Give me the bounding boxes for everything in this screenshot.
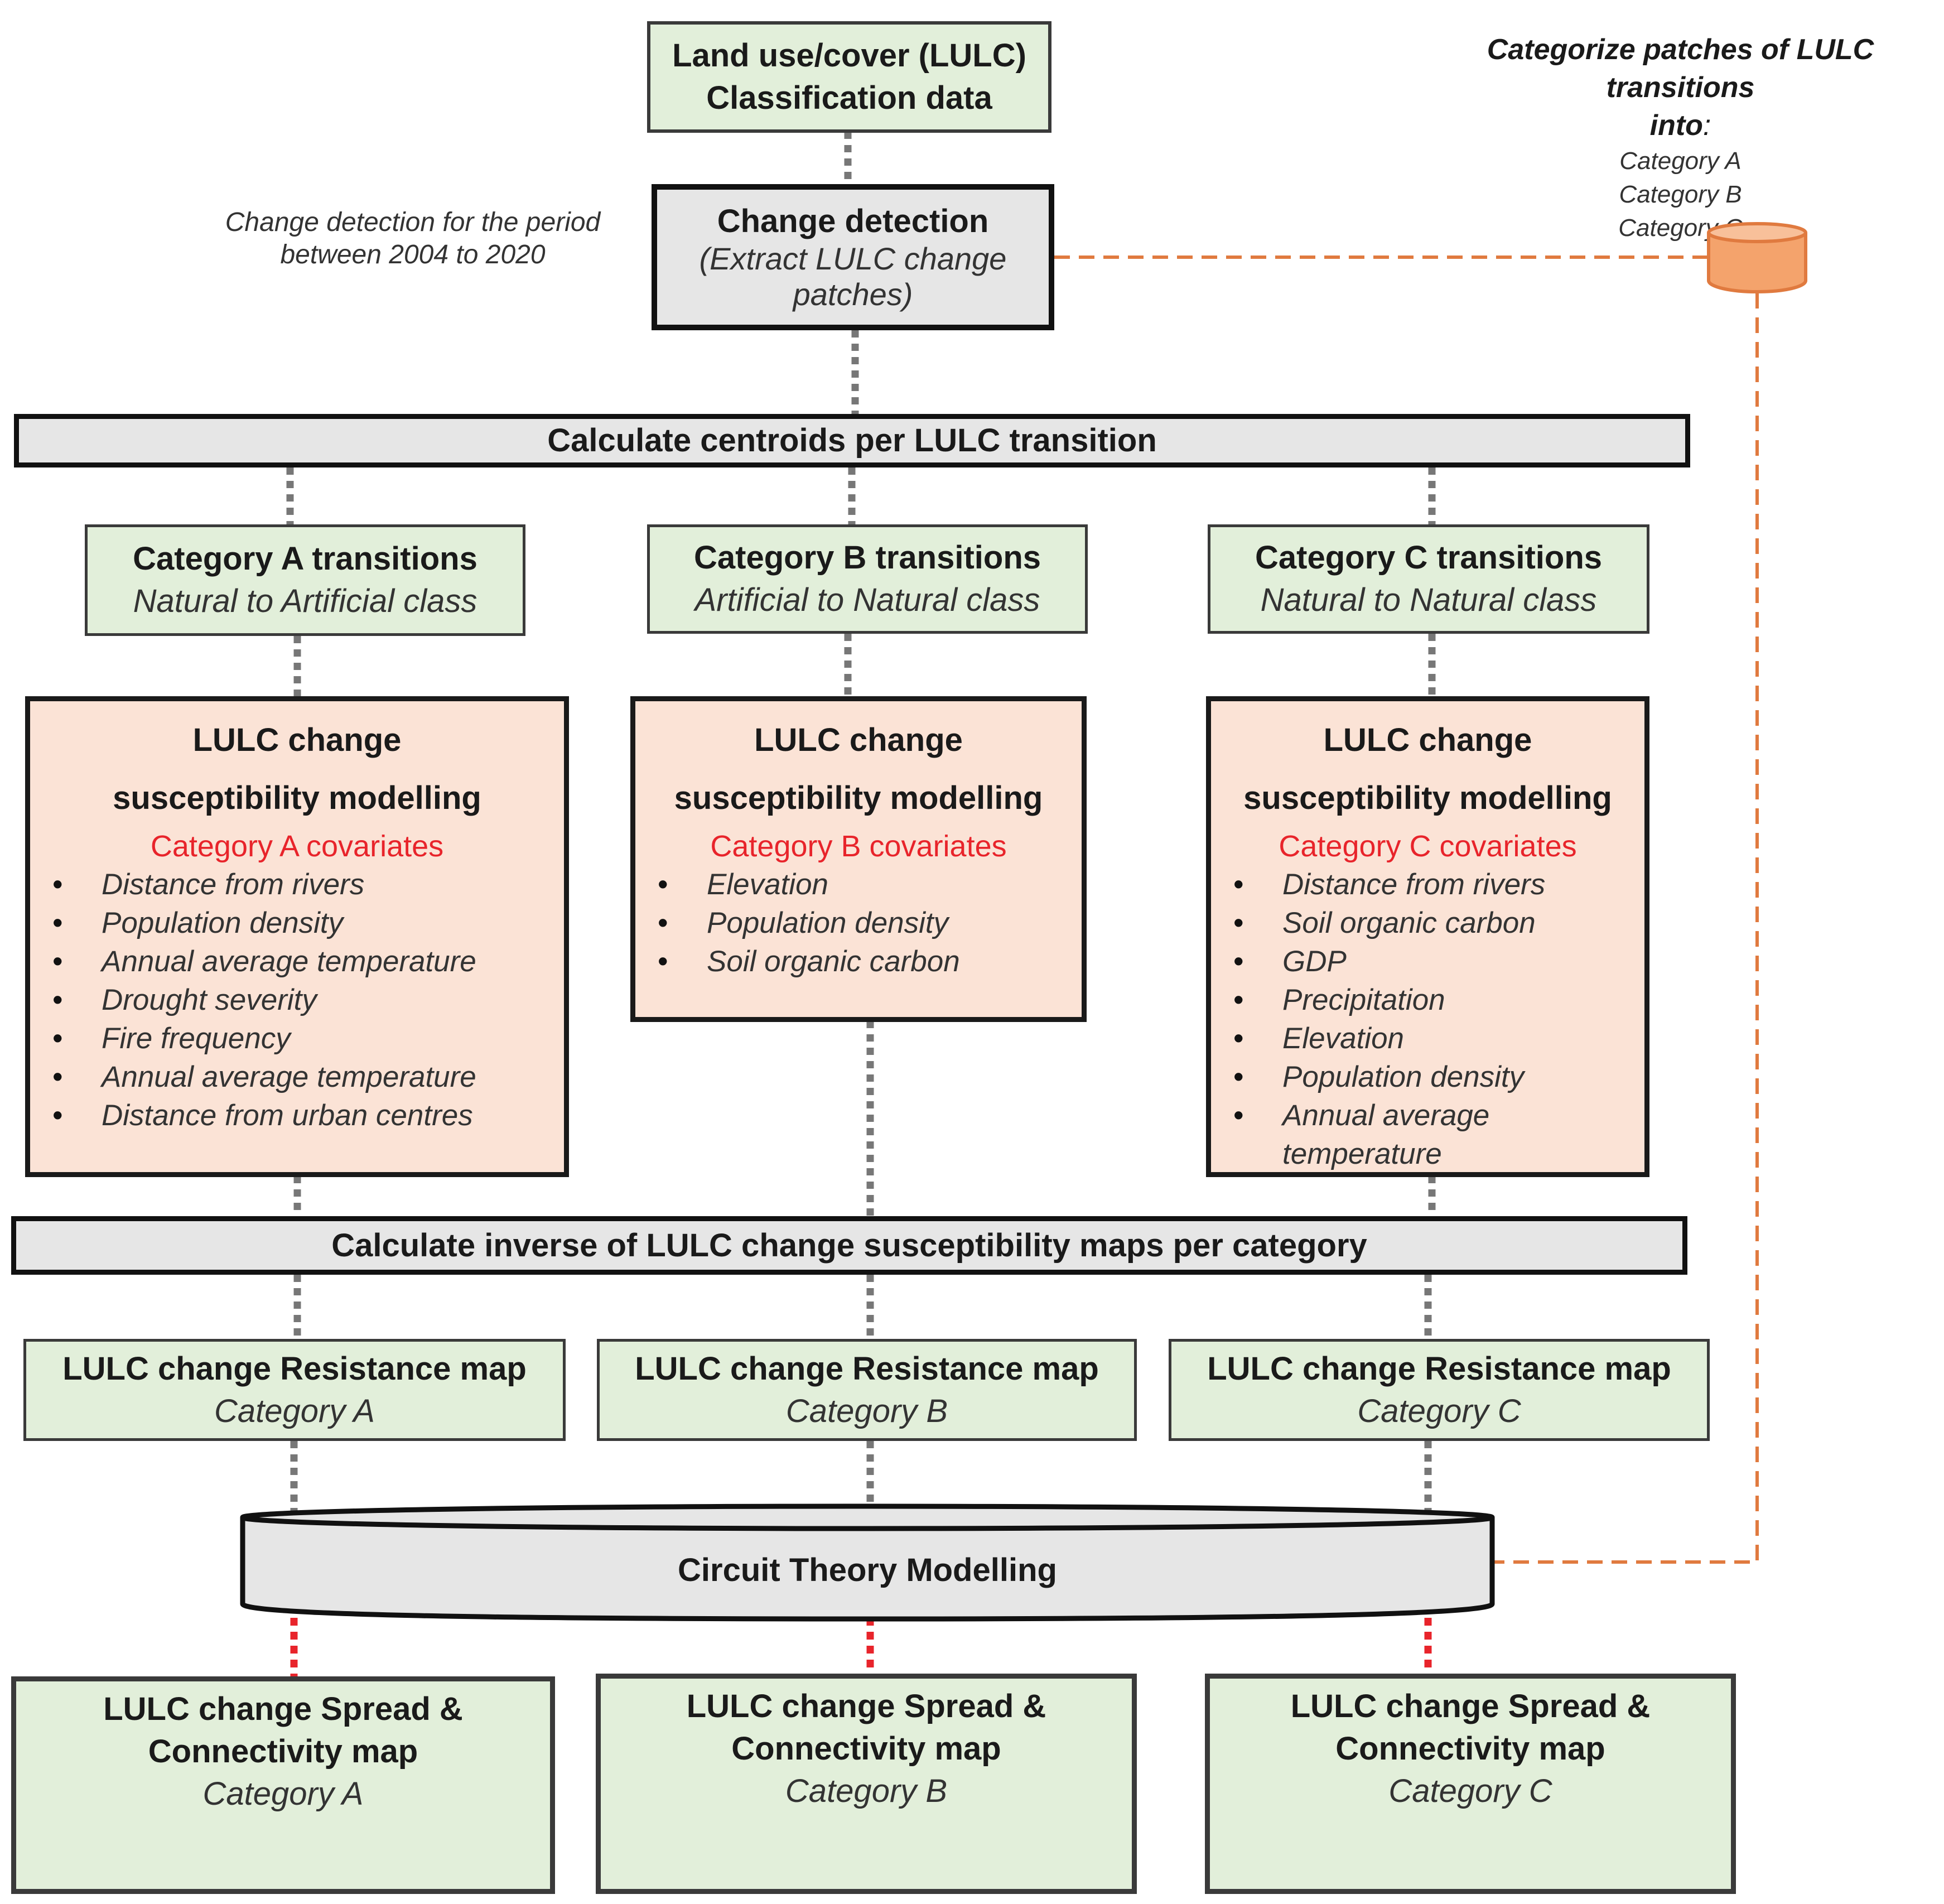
spread-a-line2: Connectivity map xyxy=(148,1733,418,1770)
covariates-label-c: Category C covariates xyxy=(1279,830,1577,863)
covariate-item: Elevation xyxy=(1211,1019,1561,1058)
covariate-item: Distance from rivers xyxy=(1211,865,1561,904)
circuit-theory-cylinder xyxy=(240,1503,1495,1622)
susceptibility-a-line1: LULC change xyxy=(192,722,402,758)
categorize-note-line2: into xyxy=(1649,109,1703,142)
resistance-b-sub: Category B xyxy=(785,1392,948,1429)
period-note-line1: Change detection for the period xyxy=(225,208,601,237)
lulc-classification-box: Land use/cover (LULC) Classification dat… xyxy=(647,21,1051,133)
susceptibility-box-b: LULC change susceptibility modelling Cat… xyxy=(630,696,1087,1022)
spread-box-b: LULC change Spread & Connectivity map Ca… xyxy=(596,1674,1137,1894)
covariate-item: Soil organic carbon xyxy=(635,942,1082,981)
categorize-note: Categorize patches of LULC transitions i… xyxy=(1417,31,1944,245)
centroids-bar: Calculate centroids per LULC transition xyxy=(14,414,1690,467)
susceptibility-c-line1: LULC change xyxy=(1323,722,1532,758)
covariate-item: Distance from urban centres xyxy=(30,1096,564,1135)
spread-c-line1: LULC change Spread & xyxy=(1290,1688,1651,1724)
lulc-classification-line2: Classification data xyxy=(706,80,992,116)
covariate-item: Soil organic carbon xyxy=(1211,904,1561,942)
inverse-bar-label: Calculate inverse of LULC change suscept… xyxy=(331,1227,1367,1264)
covariate-item: Population density xyxy=(635,904,1082,942)
covariate-list-c: Distance from rivers Soil organic carbon… xyxy=(1211,865,1644,1173)
spread-b-sub: Category B xyxy=(785,1773,948,1809)
resistance-a-title: LULC change Resistance map xyxy=(62,1350,527,1387)
change-detection-box: Change detection (Extract LULC change pa… xyxy=(652,184,1054,330)
susceptibility-c-line2: susceptibility modelling xyxy=(1243,780,1612,816)
transition-a-title: Category A transitions xyxy=(133,541,477,577)
circuit-theory-label-box: Circuit Theory Modelling xyxy=(243,1529,1492,1612)
transition-b-sub: Artificial to Natural class xyxy=(694,582,1040,618)
spread-box-a: LULC change Spread & Connectivity map Ca… xyxy=(11,1676,555,1894)
transition-box-a: Category A transitions Natural to Artifi… xyxy=(85,524,525,636)
categorize-note-line1: Categorize patches of LULC transitions xyxy=(1487,33,1874,104)
resistance-a-sub: Category A xyxy=(214,1392,375,1429)
resistance-b-title: LULC change Resistance map xyxy=(635,1350,1099,1387)
spread-box-c: LULC change Spread & Connectivity map Ca… xyxy=(1205,1674,1736,1894)
covariates-label-a: Category A covariates xyxy=(150,830,444,863)
lulc-classification-line1: Land use/cover (LULC) xyxy=(672,37,1026,74)
spread-a-line1: LULC change Spread & xyxy=(103,1691,463,1727)
covariate-item: Population density xyxy=(30,904,564,942)
susceptibility-b-line1: LULC change xyxy=(754,722,963,758)
inverse-bar: Calculate inverse of LULC change suscept… xyxy=(11,1216,1687,1275)
connector-database-to-circuit xyxy=(1487,293,1759,1564)
covariates-label-b: Category B covariates xyxy=(710,830,1007,863)
spread-c-line2: Connectivity map xyxy=(1335,1731,1605,1767)
transition-c-title: Category C transitions xyxy=(1255,539,1602,576)
change-detection-title: Change detection xyxy=(717,203,989,239)
transition-c-sub: Natural to Natural class xyxy=(1260,582,1597,618)
transition-b-title: Category B transitions xyxy=(694,539,1041,576)
resistance-c-title: LULC change Resistance map xyxy=(1207,1350,1671,1387)
covariate-item: Drought severity xyxy=(30,981,564,1019)
covariate-item: Population density xyxy=(1211,1058,1561,1096)
susceptibility-a-line2: susceptibility modelling xyxy=(113,780,481,816)
database-icon xyxy=(1707,222,1807,293)
centroids-bar-label: Calculate centroids per LULC transition xyxy=(547,422,1157,459)
resistance-box-c: LULC change Resistance map Category C xyxy=(1169,1339,1710,1441)
period-note-line2: between 2004 to 2020 xyxy=(280,240,546,269)
covariate-list-a: Distance from rivers Population density … xyxy=(30,865,564,1135)
susceptibility-box-c: LULC change susceptibility modelling Cat… xyxy=(1206,696,1649,1177)
transition-a-sub: Natural to Artificial class xyxy=(133,583,477,619)
susceptibility-b-line2: susceptibility modelling xyxy=(674,780,1043,816)
transition-box-b: Category B transitions Artificial to Nat… xyxy=(647,524,1088,634)
circuit-theory-label: Circuit Theory Modelling xyxy=(678,1552,1057,1588)
susceptibility-box-a: LULC change susceptibility modelling Cat… xyxy=(25,696,569,1177)
transition-box-c: Category C transitions Natural to Natura… xyxy=(1208,524,1649,634)
covariate-item: Annual average temperature xyxy=(30,1058,564,1096)
covariate-item: Distance from rivers xyxy=(30,865,564,904)
covariate-item: Fire frequency xyxy=(30,1019,564,1058)
categorize-item-c: Category C xyxy=(1618,214,1743,242)
spread-b-line2: Connectivity map xyxy=(731,1731,1001,1767)
resistance-box-a: LULC change Resistance map Category A xyxy=(23,1339,566,1441)
categorize-item-b: Category B xyxy=(1619,181,1742,208)
spread-a-sub: Category A xyxy=(202,1776,364,1812)
covariate-item: Precipitation xyxy=(1211,981,1561,1019)
period-note: Change detection for the period between … xyxy=(201,206,625,271)
covariate-item: Elevation xyxy=(635,865,1082,904)
resistance-box-b: LULC change Resistance map Category B xyxy=(597,1339,1137,1441)
spread-b-line1: LULC change Spread & xyxy=(686,1688,1046,1724)
spread-c-sub: Category C xyxy=(1388,1773,1552,1809)
change-detection-sub1: (Extract LULC change xyxy=(699,241,1007,276)
resistance-c-sub: Category C xyxy=(1357,1392,1521,1429)
covariate-item: Annual average temperature xyxy=(30,942,564,981)
covariate-item: GDP xyxy=(1211,942,1561,981)
change-detection-sub2: patches) xyxy=(793,277,913,312)
categorize-item-a: Category A xyxy=(1619,147,1742,175)
categorize-note-colon: : xyxy=(1702,109,1711,142)
covariate-item: Annual average temperature xyxy=(1211,1096,1561,1173)
covariate-list-b: Elevation Population density Soil organi… xyxy=(635,865,1082,981)
